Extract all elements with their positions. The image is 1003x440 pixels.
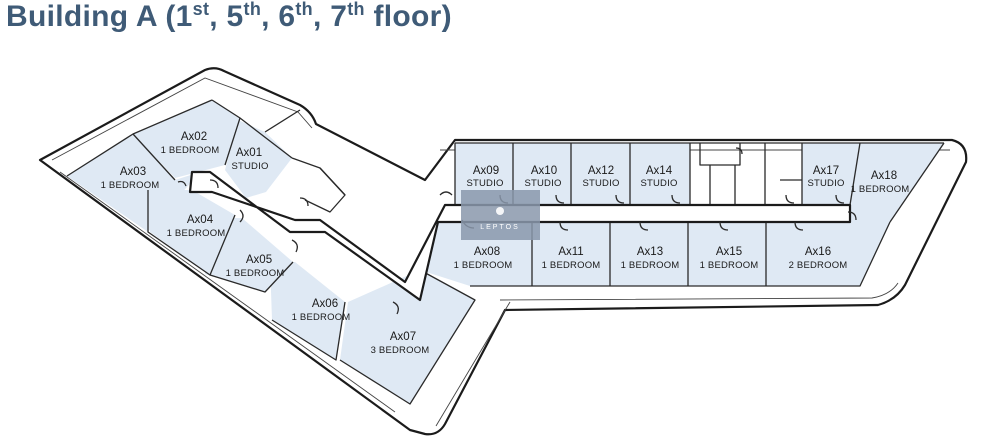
unit-id: Ax15 (716, 246, 742, 258)
unit-type: 1 BEDROOM (542, 260, 601, 271)
logo-icon (496, 207, 504, 215)
unit-id: Ax11 (558, 246, 583, 258)
unit-id: Ax10 (531, 165, 557, 177)
watermark-box (461, 190, 540, 240)
corridor (188, 170, 852, 302)
unit-type: 1 BEDROOM (101, 180, 160, 191)
title-sup: st (192, 0, 210, 19)
unit-type: 1 BEDROOM (851, 184, 910, 195)
unit-id: Ax12 (588, 165, 614, 177)
title-text: , 6 (261, 0, 296, 33)
unit-fills (67, 100, 944, 404)
unit-type: 2 BEDROOM (789, 260, 848, 271)
unit-type: STUDIO (582, 178, 619, 189)
unit-id: Ax06 (312, 298, 338, 310)
title-text: floor) (364, 0, 452, 33)
unit-type: 1 BEDROOM (226, 268, 285, 279)
watermark: LEPTOS (461, 190, 540, 240)
unit-type: 1 BEDROOM (700, 260, 759, 271)
unit-id: Ax05 (246, 254, 272, 266)
unit-type: STUDIO (807, 178, 844, 189)
interior-walls (66, 99, 945, 405)
title-sup: th (347, 0, 365, 19)
unit-id: Ax04 (187, 214, 214, 226)
unit-id: Ax07 (390, 331, 416, 343)
unit-id: Ax02 (181, 131, 207, 143)
unit-type: STUDIO (231, 161, 268, 172)
title-sup: th (295, 0, 313, 19)
title-text: , 7 (312, 0, 348, 33)
unit-id: Ax08 (474, 246, 500, 258)
title-text: Building A (1 (6, 0, 193, 33)
unit-labels: Ax02 1 BEDROOM Ax01 STUDIO Ax03 1 BEDROO… (101, 131, 910, 356)
unit-type: 1 BEDROOM (621, 260, 680, 271)
unit-type: 1 BEDROOM (161, 145, 220, 156)
unit-id: Ax01 (236, 147, 262, 159)
unit-type: STUDIO (524, 178, 561, 189)
unit-id: Ax14 (646, 165, 673, 177)
unit-id: Ax13 (637, 246, 663, 258)
title-text: , 5 (209, 0, 244, 33)
unit-id: Ax16 (805, 246, 831, 258)
unit-id: Ax03 (120, 166, 146, 178)
unit-id: Ax17 (813, 165, 839, 177)
unit-type: 1 BEDROOM (454, 260, 513, 271)
unit-type: 1 BEDROOM (292, 312, 351, 323)
unit-type: 3 BEDROOM (371, 345, 430, 356)
page-title: Building A (1st, 5th, 6th, 7th floor) (6, 0, 452, 34)
unit-id: Ax09 (473, 165, 499, 177)
title-sup: th (243, 0, 262, 19)
unit-id: Ax18 (871, 170, 897, 182)
unit-type: STUDIO (466, 178, 503, 189)
unit-type: STUDIO (640, 178, 677, 189)
watermark-text: LEPTOS (480, 224, 520, 231)
unit-type: 1 BEDROOM (167, 228, 226, 239)
